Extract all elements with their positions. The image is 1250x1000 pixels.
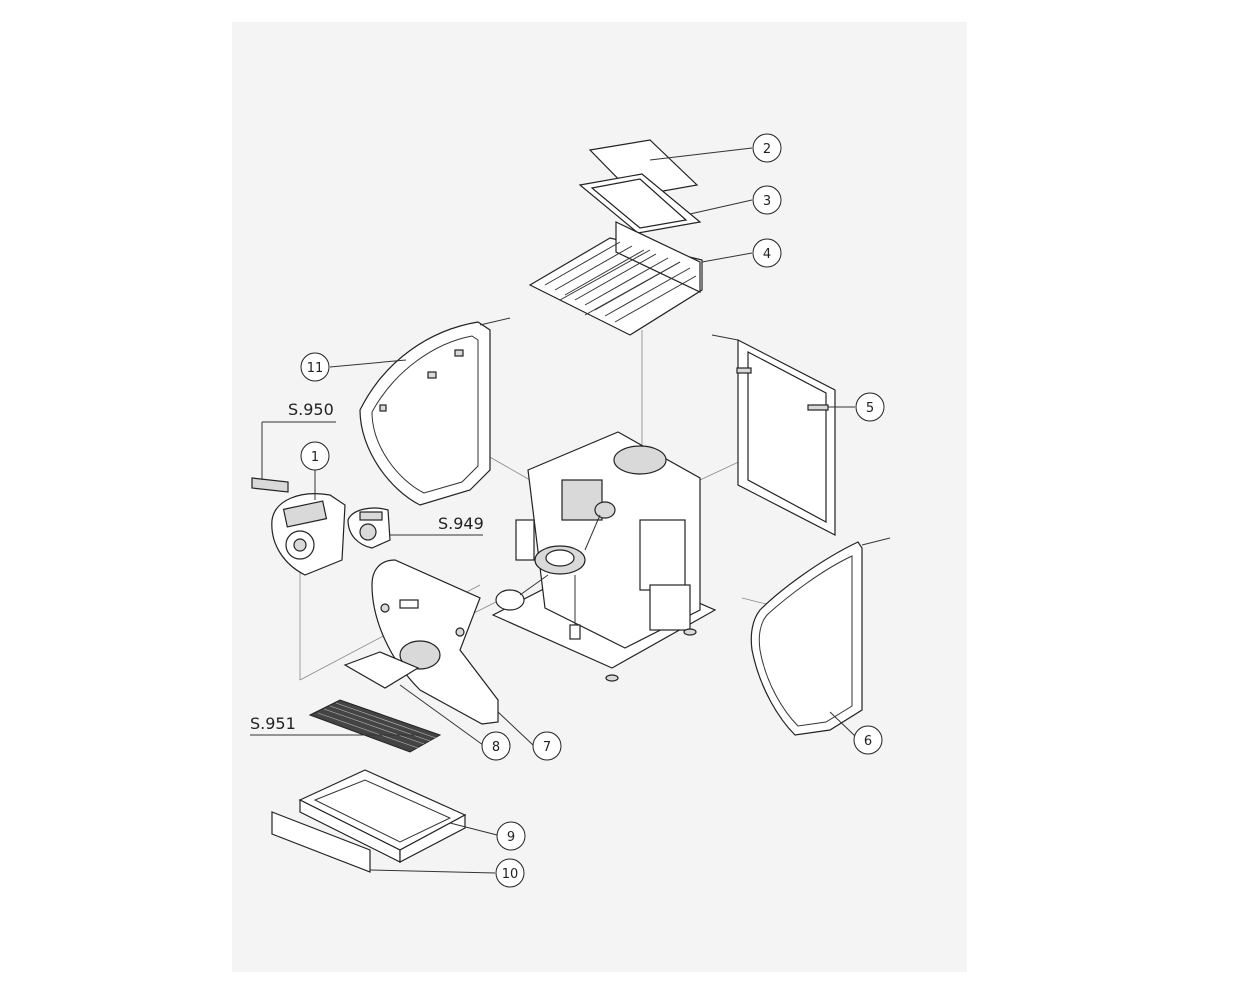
part-10-tray-strip	[271, 811, 371, 873]
callout-10: 10	[495, 858, 525, 888]
machine-body	[491, 431, 717, 682]
part-1-control-panel	[271, 493, 346, 576]
callout-6-label: 6	[864, 734, 872, 749]
part-11-left-side-panel	[359, 317, 511, 506]
callout-1: 1	[300, 441, 330, 471]
callout-3-label: 3	[763, 194, 771, 209]
part-7-front-panel	[371, 559, 499, 725]
callout-8: 8	[481, 731, 511, 761]
callout-11: 11	[300, 352, 330, 382]
callout-5-label: 5	[866, 401, 874, 416]
part-3-gasket-frame	[578, 173, 702, 234]
part-6-right-cover	[750, 537, 891, 736]
s951-drip-grid	[308, 699, 442, 753]
callout-2: 2	[752, 133, 782, 163]
callout-8-label: 8	[492, 740, 500, 755]
callout-2-label: 2	[763, 142, 771, 157]
leader-lines	[250, 147, 856, 874]
callout-9-label: 9	[507, 830, 515, 845]
ref-s950-label: S.950	[288, 400, 334, 419]
callout-6: 6	[853, 725, 883, 755]
ref-s951: S.951	[250, 714, 296, 733]
callout-1-label: 1	[311, 450, 319, 465]
callout-11-label: 11	[307, 361, 324, 376]
callout-9: 9	[496, 821, 526, 851]
s949-part	[347, 507, 391, 549]
callout-7: 7	[532, 731, 562, 761]
part-5-right-side-frame	[711, 334, 836, 536]
ref-s949: S.949	[438, 514, 484, 533]
callout-4: 4	[752, 238, 782, 268]
callout-3: 3	[752, 185, 782, 215]
ref-s949-label: S.949	[438, 514, 484, 533]
s950-part	[251, 477, 289, 493]
callout-7-label: 7	[543, 740, 551, 755]
callout-10-label: 10	[502, 867, 519, 882]
ref-s950: S.950	[288, 400, 334, 419]
part-4-cup-tray	[528, 221, 703, 336]
callout-4-label: 4	[763, 247, 771, 262]
part-9-drip-tray	[298, 769, 467, 863]
callout-5: 5	[855, 392, 885, 422]
part-8-drip-plate	[343, 651, 420, 689]
ref-s951-label: S.951	[250, 714, 296, 733]
